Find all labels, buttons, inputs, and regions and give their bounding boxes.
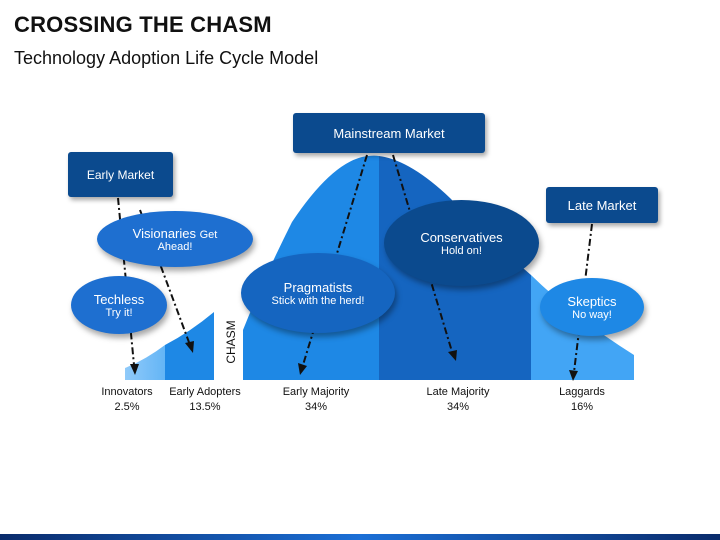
arrowhead-early-adopters <box>185 341 194 353</box>
chasm-label: CHASM <box>224 320 238 364</box>
arrowhead-early-majority <box>298 363 307 375</box>
arrow-mainstream-late-majority <box>392 154 454 356</box>
page-subtitle: Technology Adoption Life Cycle Model <box>14 48 319 68</box>
conservatives-bubble: Conservatives Hold on! <box>384 200 539 286</box>
pragmatists-tagline: Stick with the herd! <box>271 294 365 307</box>
segment-label-laggards: Laggards 16% <box>542 385 622 415</box>
segment-label-late-majority: Late Majority 34% <box>413 385 503 415</box>
techless-tagline: Try it! <box>105 306 133 319</box>
arrowhead-late-majority <box>448 350 457 361</box>
segment-name: Early Adopters <box>169 386 241 398</box>
skeptics-tagline: No way! <box>572 308 612 321</box>
footer-bar <box>0 534 720 540</box>
arrow-early-market-innovators <box>117 197 135 366</box>
early-market-label: Early Market <box>86 167 155 182</box>
arrow-early-market-adopters <box>139 209 191 346</box>
late-market-box: Late Market <box>546 187 658 223</box>
segment-share: 34% <box>304 401 328 413</box>
conservatives-title: Conservatives <box>420 229 503 245</box>
late-market-label: Late Market <box>567 197 637 213</box>
visionaries-title: Visionaries <box>132 225 196 241</box>
segment-share: 16% <box>570 401 594 413</box>
skeptics-title: Skeptics <box>567 293 617 309</box>
segment-share: 2.5% <box>114 401 140 413</box>
arrow-late-market-laggards <box>573 223 593 373</box>
techless-bubble: Techless Try it! <box>71 276 167 334</box>
visionaries-bubble: Visionaries Get Ahead! <box>97 211 253 267</box>
visionaries-tagline: Ahead! <box>157 240 193 253</box>
early-market-box: Early Market <box>68 152 173 197</box>
skeptics-bubble: Skeptics No way! <box>540 278 644 336</box>
segment-share: 34% <box>446 401 470 413</box>
arrowhead-laggards <box>569 370 578 381</box>
segment-name: Late Majority <box>426 386 490 398</box>
segment-label-innovators: Innovators 2.5% <box>92 385 162 415</box>
page-title: CROSSING THE CHASM <box>14 12 272 37</box>
segment-name: Innovators <box>101 386 153 398</box>
segment-label-early-majority: Early Majority 34% <box>271 385 361 415</box>
segment-name: Laggards <box>559 386 605 398</box>
innovators-segment <box>125 345 165 380</box>
pragmatists-title: Pragmatists <box>283 279 353 295</box>
visionaries-title-suffix: Get <box>199 228 218 241</box>
pragmatists-bubble: Pragmatists Stick with the herd! <box>241 253 395 333</box>
arrowhead-innovators <box>130 364 139 375</box>
segment-share: 13.5% <box>189 401 221 413</box>
mainstream-market-label: Mainstream Market <box>333 125 445 141</box>
segment-name: Early Majority <box>282 386 350 398</box>
mainstream-market-box: Mainstream Market <box>293 113 485 153</box>
segment-label-early-adopters: Early Adopters 13.5% <box>160 385 250 415</box>
conservatives-tagline: Hold on! <box>441 244 482 257</box>
techless-title: Techless <box>93 291 145 307</box>
